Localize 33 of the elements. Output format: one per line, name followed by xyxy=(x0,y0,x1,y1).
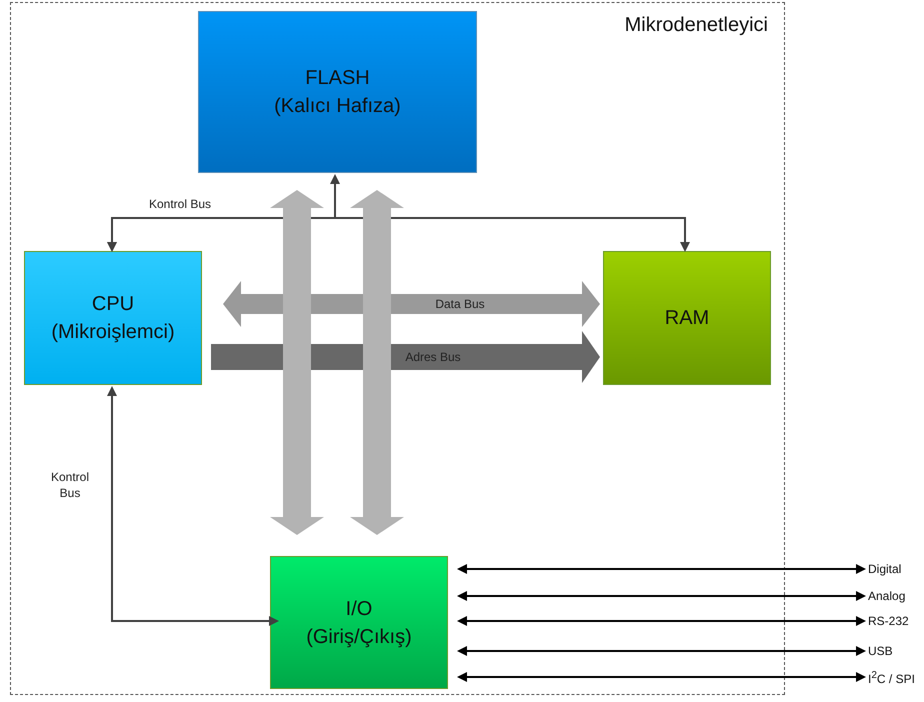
bus-label: Kontrol Bus xyxy=(148,196,212,212)
block-label: RAM xyxy=(664,306,710,331)
processor-block xyxy=(24,251,202,385)
block-label: CPU xyxy=(92,292,134,317)
bus-arrow xyxy=(223,281,600,327)
connector-arrow xyxy=(457,646,866,656)
bus-label: Kontrol Bus xyxy=(50,469,90,501)
block-label: FLASH xyxy=(305,66,370,91)
connector-arrow xyxy=(107,217,690,252)
signal-label: USB xyxy=(868,644,893,658)
signal-label: Analog xyxy=(868,589,906,603)
title-text: Mikrodenetleyici xyxy=(624,13,768,38)
connector-arrow xyxy=(107,386,279,626)
block-label: (Giriş/Çıkış) xyxy=(306,624,412,650)
memory-block xyxy=(603,251,771,385)
memory-block xyxy=(198,11,477,173)
connector-arrow xyxy=(457,564,866,574)
bus-arrow xyxy=(211,331,600,383)
connector-arrow xyxy=(457,591,866,601)
connector-arrow xyxy=(457,616,866,626)
block-label: (Kalıcı Hafıza) xyxy=(274,94,401,119)
signal-label: Digital xyxy=(868,562,902,576)
bus-arrow xyxy=(350,190,404,535)
bus-arrow xyxy=(270,190,324,535)
block-label: I/O xyxy=(346,596,372,622)
signal-label: RS-232 xyxy=(868,614,909,628)
block-label: (Mikroişlemci) xyxy=(51,320,175,345)
signal-label: I$^{2}$C / SPI xyxy=(868,668,915,686)
microcontroller-boundary xyxy=(10,2,785,695)
connector-arrow xyxy=(457,672,866,682)
bus-label: Data Bus xyxy=(434,296,486,312)
io-block xyxy=(270,556,448,689)
bus-label: Adres Bus xyxy=(404,349,462,365)
